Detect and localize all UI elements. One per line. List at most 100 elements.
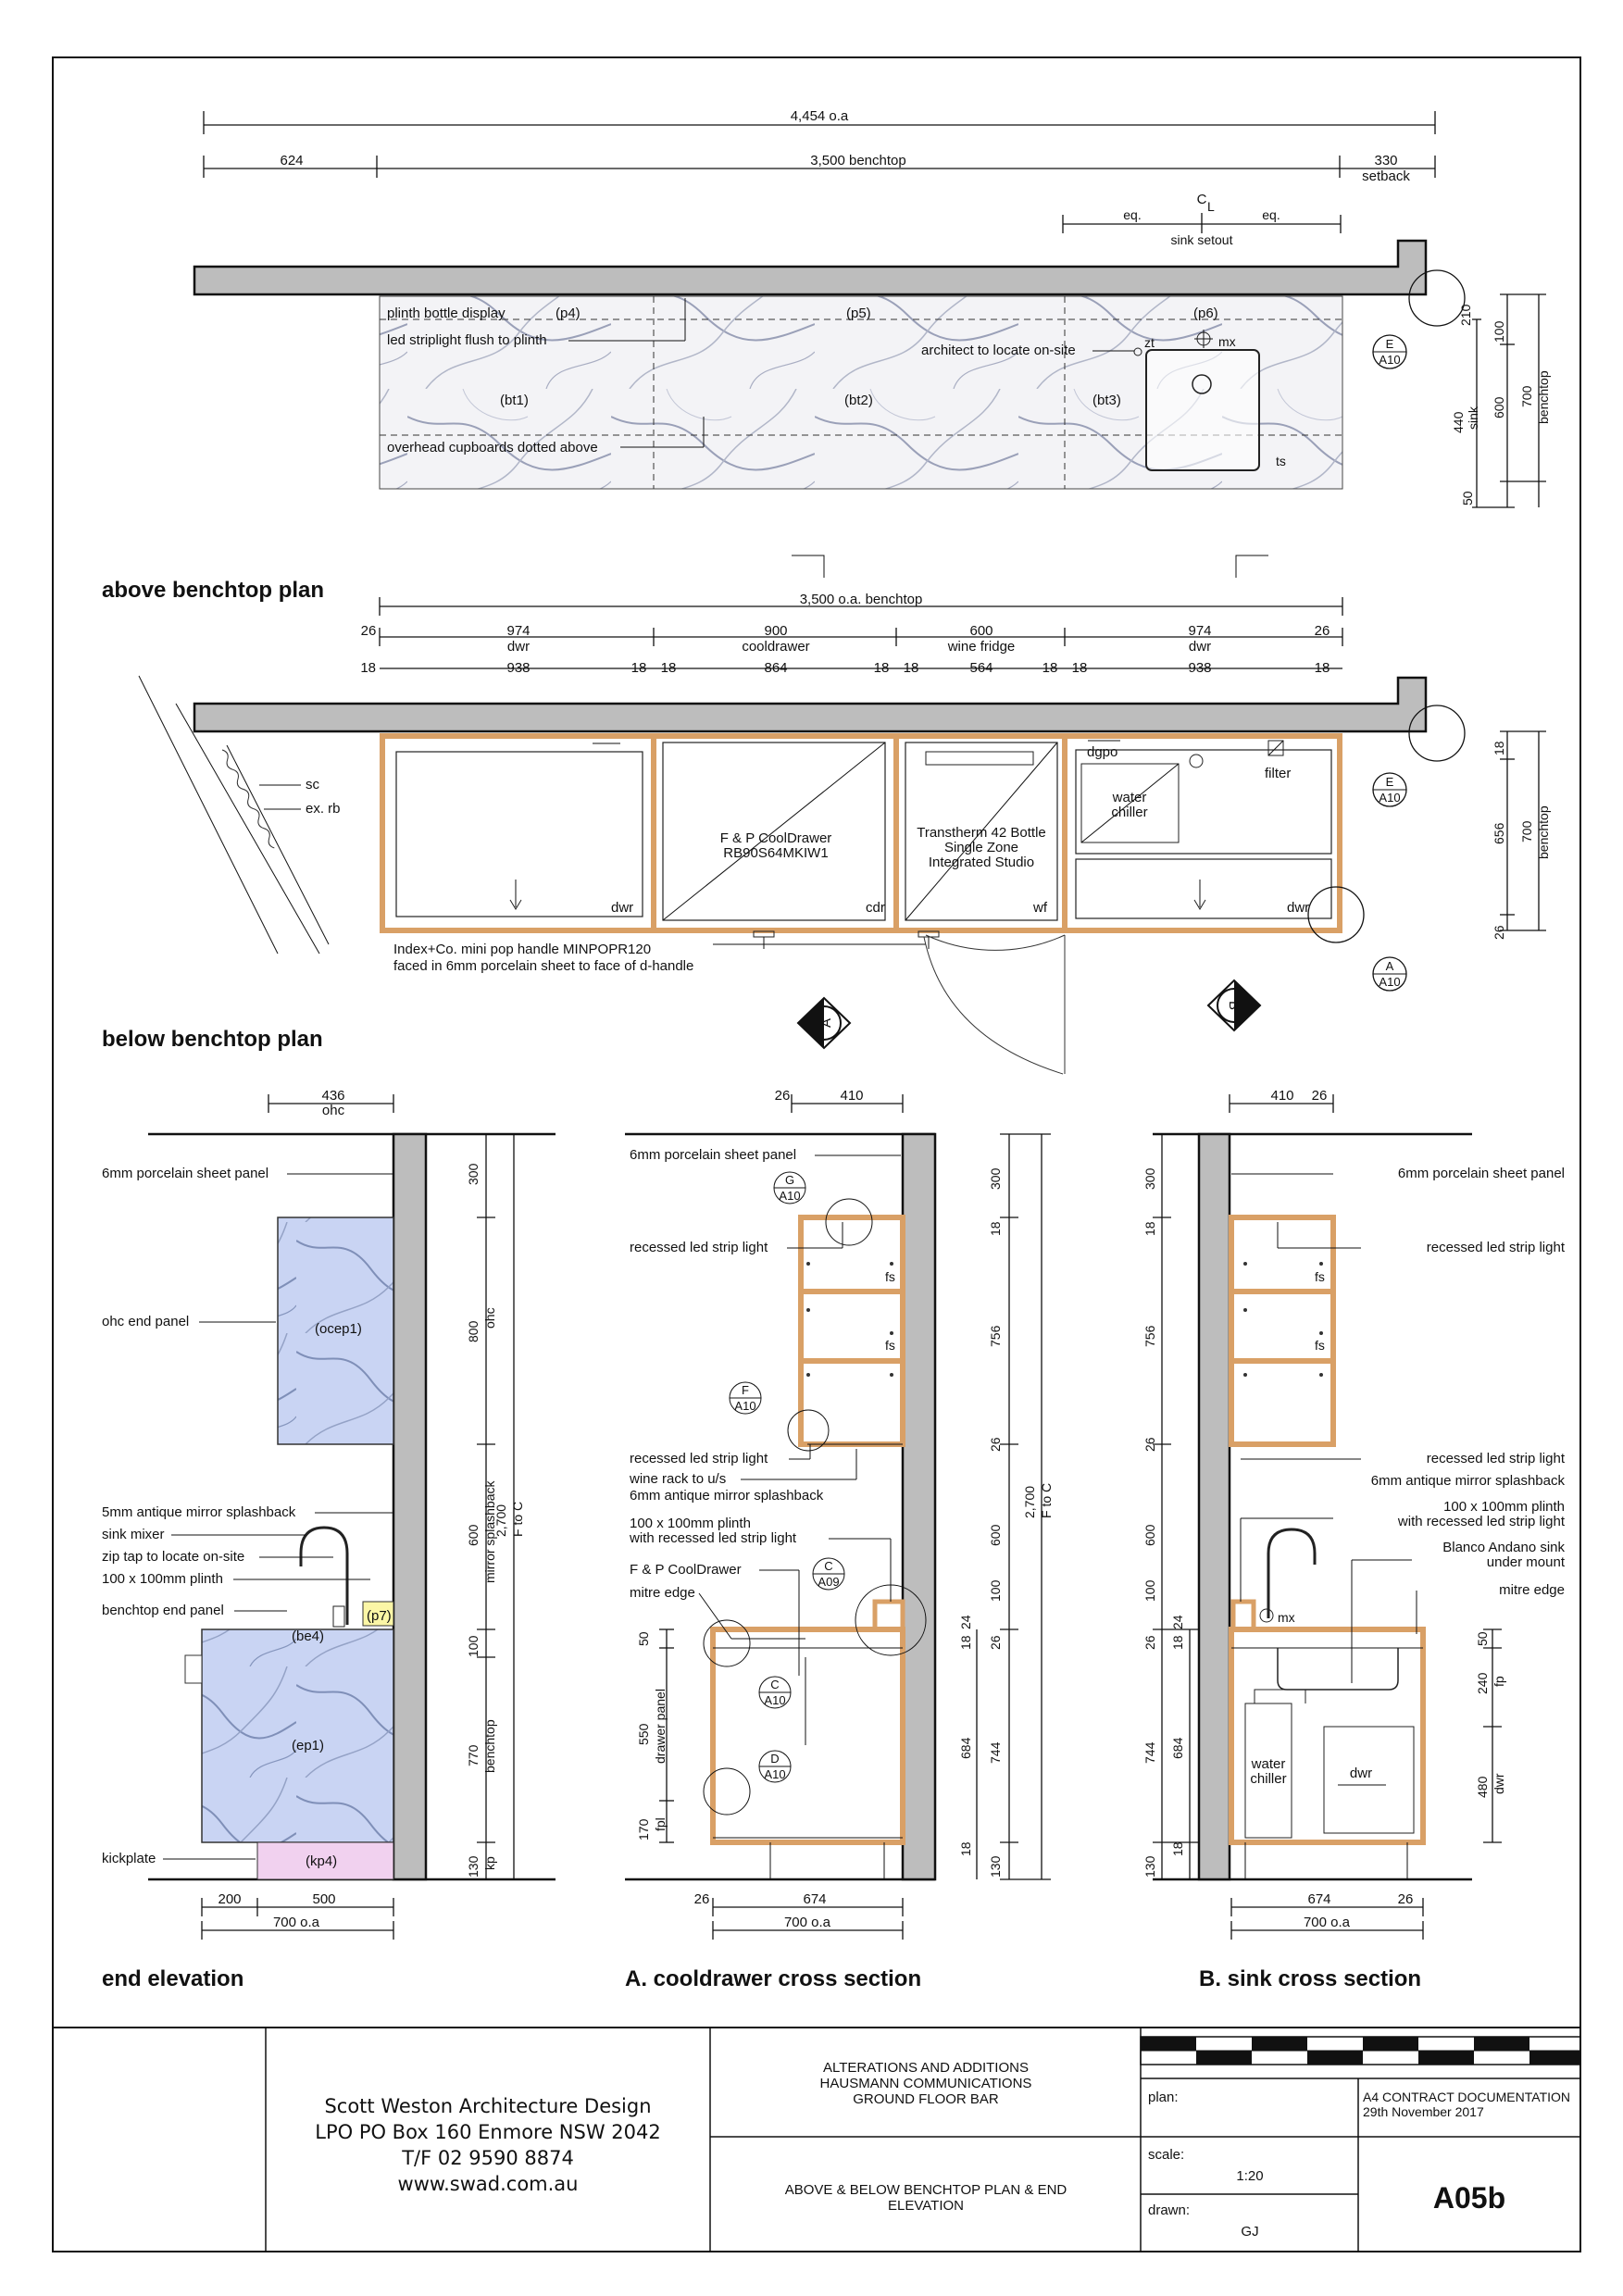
status-line1: A4 CONTRACT DOCUMENTATION [1363, 2090, 1570, 2104]
centerline-mark: C [1197, 192, 1207, 207]
callout-g-sheet: A10 [779, 1189, 800, 1203]
seca-v744: 744 [988, 1741, 1003, 1764]
seca-d26: 26 [775, 1088, 791, 1104]
drawing-title1: ABOVE & BELOW BENCHTOP PLAN & END [785, 2182, 1067, 2198]
note-overhead: overhead cupboards dotted above [387, 440, 598, 455]
callout-c2-sheet: A10 [764, 1693, 785, 1707]
secb-v756: 756 [1142, 1325, 1157, 1347]
secb-v-fp: fp [1492, 1676, 1506, 1687]
note-ohc-end: ohc end panel [102, 1314, 189, 1329]
label-wf: wf [1032, 900, 1048, 916]
bvdim-700: 700 [1519, 820, 1534, 842]
secb-dwr: dwr [1350, 1766, 1372, 1781]
secb-d26: 26 [1312, 1088, 1328, 1104]
end-v800: 800 [466, 1320, 481, 1342]
secb-v240: 240 [1475, 1672, 1490, 1694]
callout-d-sheet: A10 [764, 1767, 785, 1781]
secb-d26b: 26 [1398, 1891, 1414, 1907]
drawn-value: GJ [1241, 2224, 1258, 2240]
label-be4: (be4) [292, 1628, 324, 1644]
seca-note-plinth1: 100 x 100mm plinth [630, 1516, 751, 1531]
wall-below [193, 676, 1428, 733]
vdim-sink: sink [1466, 406, 1480, 430]
seca-v550: 550 [636, 1723, 651, 1745]
bdim-564: 564 [969, 660, 993, 676]
note-mirror: 5mm antique mirror splashback [102, 1504, 296, 1520]
secb-v50: 50 [1475, 1631, 1490, 1646]
wall-top [193, 239, 1428, 296]
seca-v26b: 26 [988, 1635, 1003, 1650]
title-section-b: B. sink cross section [1199, 1966, 1421, 1991]
title-section-a: A. cooldrawer cross section [625, 1966, 921, 1991]
label-filter: filter [1265, 766, 1291, 781]
seca-note-porcelain: 6mm porcelain sheet panel [630, 1147, 796, 1163]
secb-v26b: 26 [1142, 1635, 1157, 1650]
bdim-600: 600 [969, 623, 993, 639]
bdim-dwr-a: dwr [507, 639, 530, 655]
project-line1: ALTERATIONS AND ADDITIONS [823, 2060, 1029, 2076]
bdim-974a: 974 [506, 623, 530, 639]
coold-line2: RB90S64MKIW1 [723, 845, 828, 861]
vdim-440: 440 [1451, 411, 1466, 433]
callout-c2-letter: C [770, 1678, 779, 1691]
bdim-18-2: 18 [631, 660, 647, 676]
wf-line2: Single Zone [944, 840, 1018, 855]
secb-v26a: 26 [1142, 1437, 1157, 1452]
section-a-letter: A [818, 1018, 834, 1028]
seca-d700: 700 o.a [784, 1915, 831, 1930]
seca-v-ftoc: F to C [1039, 1483, 1054, 1518]
end-d700: 700 o.a [273, 1915, 320, 1930]
scale-label: scale: [1148, 2147, 1184, 2163]
note-led: led striplight flush to plinth [387, 332, 547, 348]
sheet-number: A05b [1433, 2181, 1505, 2215]
seca-fs1: fs [885, 1269, 895, 1284]
label-zt: zt [1144, 335, 1155, 350]
callout-e-sheet: A10 [1379, 353, 1400, 367]
seca-v50: 50 [636, 1631, 651, 1646]
secb-note-porcelain: 6mm porcelain sheet panel [1398, 1166, 1565, 1181]
callout-e-letter: E [1386, 337, 1394, 351]
seca-v756: 756 [988, 1325, 1003, 1347]
end-v-ftoc: F to C [510, 1502, 525, 1537]
bdim-18-7: 18 [1072, 660, 1088, 676]
end-v130: 130 [466, 1855, 481, 1878]
bdim-26a: 26 [361, 623, 377, 639]
label-dwr1: dwr [611, 900, 633, 916]
bdim-974b: 974 [1188, 623, 1211, 639]
bdim-wine-fridge: wine fridge [947, 639, 1016, 655]
vdim-210: 210 [1458, 304, 1473, 326]
label-p7: (p7) [367, 1608, 392, 1624]
label-p5: (p5) [846, 306, 871, 321]
callout-e2-sheet: A10 [1379, 791, 1400, 805]
section-a: 26 410 fs fs 6mm porcelain sheet panel G… [625, 1088, 1054, 1991]
end-dim-ohc: ohc [322, 1103, 345, 1118]
section-b-letter: B [1226, 1001, 1242, 1010]
seca-wall [901, 1132, 937, 1881]
seca-v24: 24 [958, 1615, 973, 1629]
seca-note-wine: wine rack to u/s [629, 1471, 726, 1487]
end-v600: 600 [466, 1524, 481, 1546]
callout-c1-letter: C [824, 1559, 832, 1573]
section-b: 410 26 fs fs mx water chiller dwr 6mm po… [1142, 1088, 1566, 1991]
project-line3: GROUND FLOOR BAR [853, 2091, 999, 2107]
drawn-label: drawn: [1148, 2202, 1190, 2218]
bdim-938b: 938 [1188, 660, 1211, 676]
note-plinth-display: plinth bottle display [387, 306, 506, 321]
bvdim-18: 18 [1492, 741, 1506, 755]
dim-left: 624 [280, 153, 303, 168]
bdim-18-5: 18 [904, 660, 919, 676]
note-handle1: Index+Co. mini pop handle MINPOPR120 [393, 942, 651, 957]
end-v770: 770 [466, 1744, 481, 1766]
firm-name: Scott Weston Architecture Design [324, 2095, 651, 2117]
label-dgpo: dgpo [1087, 744, 1117, 760]
bdim-864: 864 [764, 660, 787, 676]
seca-note-led2: recessed led strip light [630, 1451, 768, 1466]
secb-v100: 100 [1142, 1579, 1157, 1602]
label-ts: ts [1276, 454, 1286, 468]
bvdim-benchtop: benchtop [1536, 805, 1551, 859]
label-kp4: (kp4) [306, 1853, 337, 1869]
dim-setback: setback [1362, 168, 1410, 184]
label-sc: sc [306, 777, 320, 792]
plan-label: plan: [1148, 2090, 1179, 2105]
seca-note-coold: F & P CoolDrawer [630, 1562, 742, 1578]
